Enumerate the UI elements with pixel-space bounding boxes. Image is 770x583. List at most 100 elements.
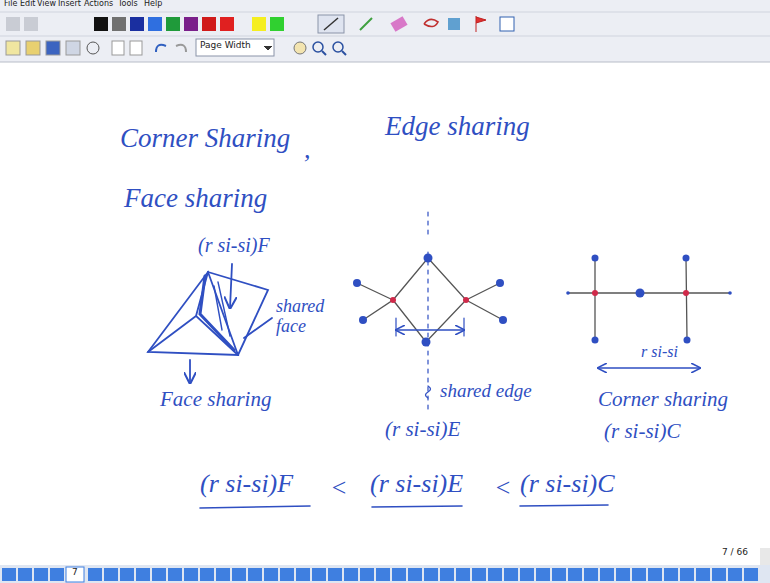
bottom-bar-part	[136, 568, 150, 581]
bottom-bar-part	[600, 568, 614, 581]
bottom-bar-part	[18, 568, 32, 581]
app-chrome-part	[148, 17, 162, 31]
bottom-bar-part	[760, 548, 770, 565]
app-chrome-part	[322, 51, 326, 55]
bottom-bar-part	[0, 565, 770, 583]
tetrahedron-sketch-part	[208, 272, 268, 355]
app-chrome-part	[424, 19, 438, 26]
distance-label: (r si-si)E	[385, 418, 460, 441]
zoom-select: Page Width	[200, 41, 251, 51]
app-chrome-part	[294, 42, 306, 54]
inequality-sign: <	[494, 474, 512, 503]
edge-sharing-sketch-part	[357, 258, 503, 342]
bottom-bar-part	[424, 568, 438, 581]
edge-sharing-sketch-part	[359, 316, 367, 324]
inequality-term: (r si-si)E	[370, 470, 463, 499]
corner-sharing-sketch-part	[728, 291, 732, 295]
bottom-bar-part	[264, 568, 278, 581]
bottom-bar-part	[88, 568, 758, 581]
corner-sharing-sketch-part	[683, 290, 689, 296]
page-counter: 7 / 66	[722, 548, 748, 558]
app-chrome-part	[0, 36, 770, 37]
bottom-bar-part	[248, 568, 262, 581]
menu-item: Help	[144, 0, 162, 9]
bottom-bar-part	[728, 568, 742, 581]
edge-sharing-sketch-part	[424, 254, 433, 263]
heading-note: Face sharing	[124, 184, 267, 214]
distance-label: (r si-si)C	[604, 420, 680, 443]
bottom-bar-part	[744, 568, 758, 581]
bottom-bar-part	[648, 568, 662, 581]
bottom-bar-part	[568, 568, 582, 581]
edge-sharing-sketch-part	[426, 386, 431, 398]
menu-item: Actions	[84, 0, 113, 9]
caption-note: Face sharing	[160, 388, 271, 411]
bottom-bar-part	[34, 568, 48, 581]
bottom-bar-part	[712, 568, 726, 581]
tetrahedron-sketch	[148, 264, 272, 383]
bottom-bar-part	[472, 568, 486, 581]
app-chrome-part	[324, 18, 338, 30]
tetrahedron-sketch-part	[148, 272, 238, 355]
app-chrome-part	[500, 17, 514, 31]
corner-sharing-sketch-part	[566, 291, 570, 295]
bottom-bar-part	[2, 568, 16, 581]
bottom-bar-part	[120, 568, 134, 581]
app-chrome-part	[87, 42, 99, 54]
tetrahedron-sketch-part	[200, 276, 234, 350]
inequality-term: (r si-si)C	[520, 470, 615, 499]
app-chrome-part	[112, 41, 124, 55]
app-chrome-part	[318, 15, 344, 33]
leader-label: shared face	[276, 297, 338, 337]
app-chrome-part	[202, 17, 216, 31]
bottom-bar-part	[552, 568, 566, 581]
corner-sharing-sketch-part	[568, 258, 730, 340]
menu-item: View	[37, 0, 56, 9]
edge-sharing-sketch-part	[390, 297, 396, 303]
app-chrome-part	[66, 41, 80, 55]
bottom-bar-part	[680, 568, 694, 581]
bottom-bar-part	[328, 568, 342, 581]
app-chrome	[0, 0, 770, 62]
bottom-bar-part	[520, 568, 534, 581]
edge-sharing-sketch-part	[427, 212, 428, 410]
app-chrome-part	[156, 45, 166, 52]
app-chrome-part	[46, 41, 60, 55]
bottom-bar-part	[296, 568, 310, 581]
corner-sharing-sketch-part	[684, 337, 691, 344]
corner-sharing-sketch-part	[592, 255, 599, 262]
bottom-bar-part	[88, 568, 102, 581]
app-chrome-part	[26, 41, 40, 55]
edge-sharing-sketch-part	[463, 297, 469, 303]
underlines-part	[200, 506, 310, 508]
bottom-bar-part	[456, 568, 470, 581]
bottom-bar-part	[392, 568, 406, 581]
bottom-bar-part	[488, 568, 502, 581]
inequality-term: (r si-si)F	[200, 470, 293, 499]
bottom-bar-part	[280, 568, 294, 581]
app-chrome-part	[94, 17, 108, 31]
corner-sharing-sketch-part	[592, 290, 598, 296]
bottom-bar-part	[152, 568, 166, 581]
edge-sharing-sketch-part	[499, 316, 507, 324]
tetrahedron-sketch-part	[148, 272, 238, 355]
corner-sharing-sketch-part	[598, 367, 700, 368]
bottom-bar-part	[504, 568, 518, 581]
corner-sharing-sketch-part	[592, 337, 599, 344]
bottom-bar-part	[184, 568, 198, 581]
heading-note: ,	[304, 136, 311, 165]
underlines-part	[372, 506, 462, 507]
menu-item: Tools	[118, 0, 138, 9]
app-chrome-part	[342, 51, 346, 55]
underlines	[200, 505, 608, 508]
corner-sharing-sketch-part	[683, 255, 690, 262]
page-tab: 7	[72, 568, 78, 578]
tetrahedron-sketch-part	[230, 264, 232, 308]
caption-note: Corner sharing	[598, 388, 728, 411]
app-chrome-part	[0, 0, 770, 62]
bottom-bar-part	[200, 568, 214, 581]
bottom-bar-part	[50, 568, 64, 581]
app-chrome-part	[166, 17, 180, 31]
